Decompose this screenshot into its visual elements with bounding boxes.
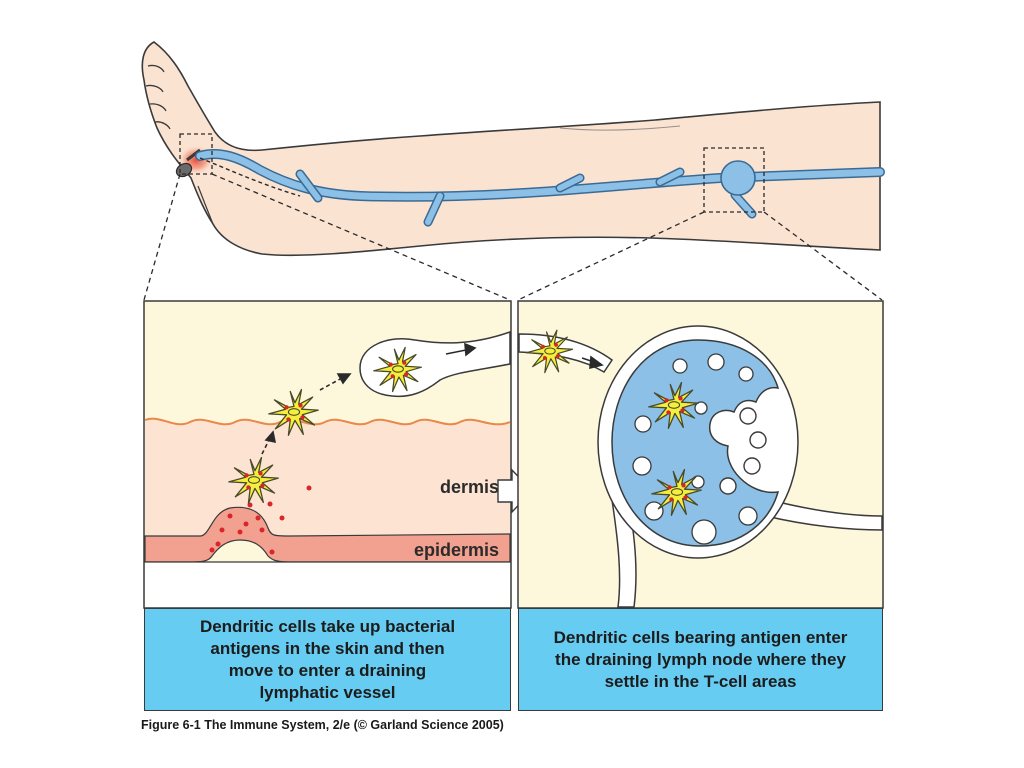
- epidermis-layer: [144, 506, 511, 563]
- knee-line: [559, 125, 681, 131]
- skin-panel: dermis epidermis: [143, 300, 512, 609]
- toe-lines: [145, 64, 171, 130]
- lymph-node-panel: [517, 300, 884, 609]
- zoom-box-skin: [179, 133, 213, 175]
- caption-skin-line-3: move to enter a draining: [228, 660, 427, 680]
- node-arrow: [581, 355, 604, 370]
- caption-skin-line-2: antigens in the skin and then: [210, 638, 445, 658]
- leg-skin: [141, 41, 881, 257]
- dermis-boundary: [144, 417, 511, 426]
- bacterial-antigens: [209, 485, 312, 555]
- follicles: [632, 353, 758, 545]
- lymph-node-small: [720, 160, 756, 196]
- medullary-cords: [719, 407, 767, 495]
- dermis-label: dermis: [440, 477, 499, 497]
- caption-lymph-node: Dendritic cells bearing antigen enter th…: [518, 608, 883, 711]
- zoom-box-node: [703, 147, 765, 213]
- zoom-lines: [143, 173, 883, 301]
- caption-skin: Dendritic cells take up bacterial antige…: [144, 608, 511, 711]
- caption-node-line-3: settle in the T-cell areas: [604, 671, 797, 691]
- heel-line: [197, 185, 214, 225]
- epidermis-label: epidermis: [414, 540, 499, 560]
- efferent-vessel: [765, 499, 883, 531]
- migration-arrows: [261, 342, 477, 455]
- caption-node-line-2: the draining lymph node where they: [555, 649, 846, 669]
- figure-credit: Figure 6-1 The Immune System, 2/e (© Gar…: [141, 718, 504, 732]
- caption-node-line-1: Dendritic cells bearing antigen enter: [553, 627, 848, 647]
- lymphatic-vessel: [195, 148, 885, 227]
- caption-skin-line-4: lymphatic vessel: [259, 682, 396, 702]
- leg-illustration: [141, 41, 885, 301]
- caption-skin-line-1: Dendritic cells take up bacterial: [199, 616, 456, 636]
